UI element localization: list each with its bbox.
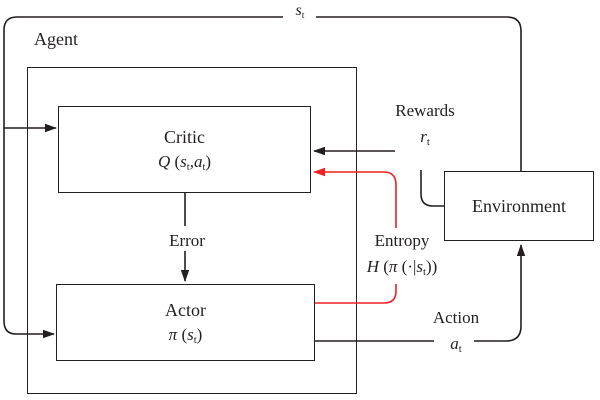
critic-title: Critic (164, 127, 205, 148)
reward-connector-line (420, 170, 444, 207)
actor-formula: π (st) (168, 325, 203, 347)
entropy-formula: H (π (·|st)) (366, 257, 438, 279)
actor-title: Actor (165, 300, 206, 321)
environment-title: Environment (472, 195, 566, 216)
state-label: st (295, 2, 305, 21)
action-to-environment-arrow (474, 244, 526, 342)
environment-box: Environment (444, 171, 594, 241)
rewards-label: Rewards rt (395, 101, 455, 149)
action-label: Action at (432, 308, 480, 356)
state-feedback-line-left-to-actor-arrow (3, 16, 283, 339)
error-label: Error (169, 231, 205, 250)
entropy-line-lower (315, 284, 397, 304)
state-feedback-line-right (316, 16, 522, 171)
entropy-to-critic-arrow (313, 167, 397, 228)
actor-box: Actor π (st) (56, 284, 315, 361)
agent-title: Agent (34, 29, 78, 49)
entropy-label: Entropy H (π (·|st)) (366, 231, 438, 279)
critic-box: Critic Q (st,at) (58, 106, 311, 193)
critic-formula: Q (st,at) (157, 152, 212, 174)
